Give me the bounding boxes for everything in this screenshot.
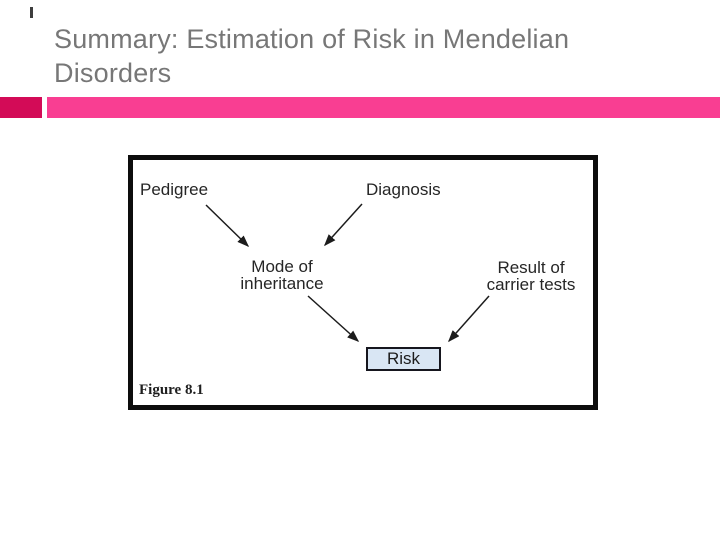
risk-node-label: Risk [386, 349, 421, 368]
corner-tick-decoration [30, 7, 33, 18]
label-mode-line1: Mode of [251, 257, 313, 276]
label-diagnosis: Diagnosis [366, 180, 441, 199]
accent-bar-main-segment [47, 97, 720, 118]
risk-node: Risk [366, 347, 441, 371]
figure-frame [128, 155, 598, 410]
accent-bar-left-segment [0, 97, 42, 118]
label-result-of-carrier-tests: Result of carrier tests [466, 259, 596, 293]
page-title-line2: Disorders [54, 58, 172, 88]
page-title: Summary: Estimation of Risk in Mendelian… [54, 22, 654, 90]
label-result-line2: carrier tests [486, 275, 576, 294]
label-mode-line2: inheritance [240, 274, 324, 293]
page-title-line1: Summary: Estimation of Risk in Mendelian [54, 24, 570, 54]
figure-caption: Figure 8.1 [139, 382, 204, 398]
label-pedigree: Pedigree [140, 180, 209, 199]
label-mode-of-inheritance: Mode of inheritance [217, 258, 347, 292]
label-result-line1: Result of [497, 258, 565, 277]
